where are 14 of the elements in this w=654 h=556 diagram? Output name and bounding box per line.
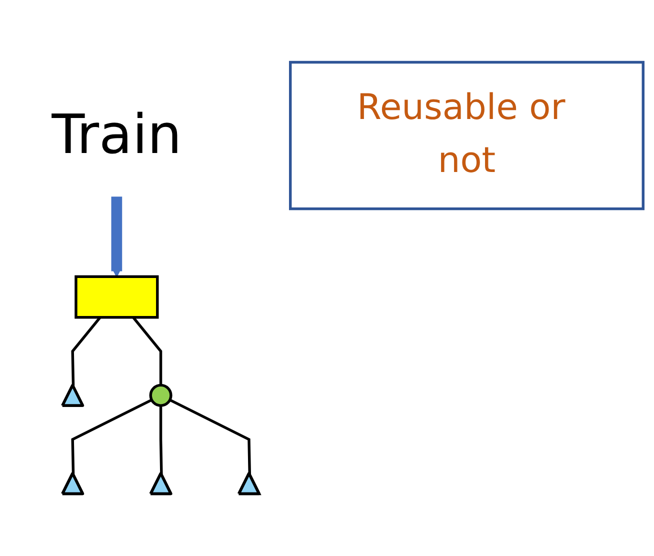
circle-node [149,384,172,407]
tree-branch-line [169,398,252,474]
tree-branch-line [71,316,102,386]
triangle-leaf [149,472,172,496]
tree-branch-line [71,398,152,474]
tree-branch-line [132,316,162,386]
callout-box: Reusable or not [289,60,644,210]
square-node [74,275,159,319]
triangle-leaf [61,384,84,407]
tree-branch-line [159,406,163,474]
arrow [110,196,123,278]
text-label: Train [52,104,182,167]
triangle-leaf [61,472,84,496]
triangle-leaf [237,472,261,496]
